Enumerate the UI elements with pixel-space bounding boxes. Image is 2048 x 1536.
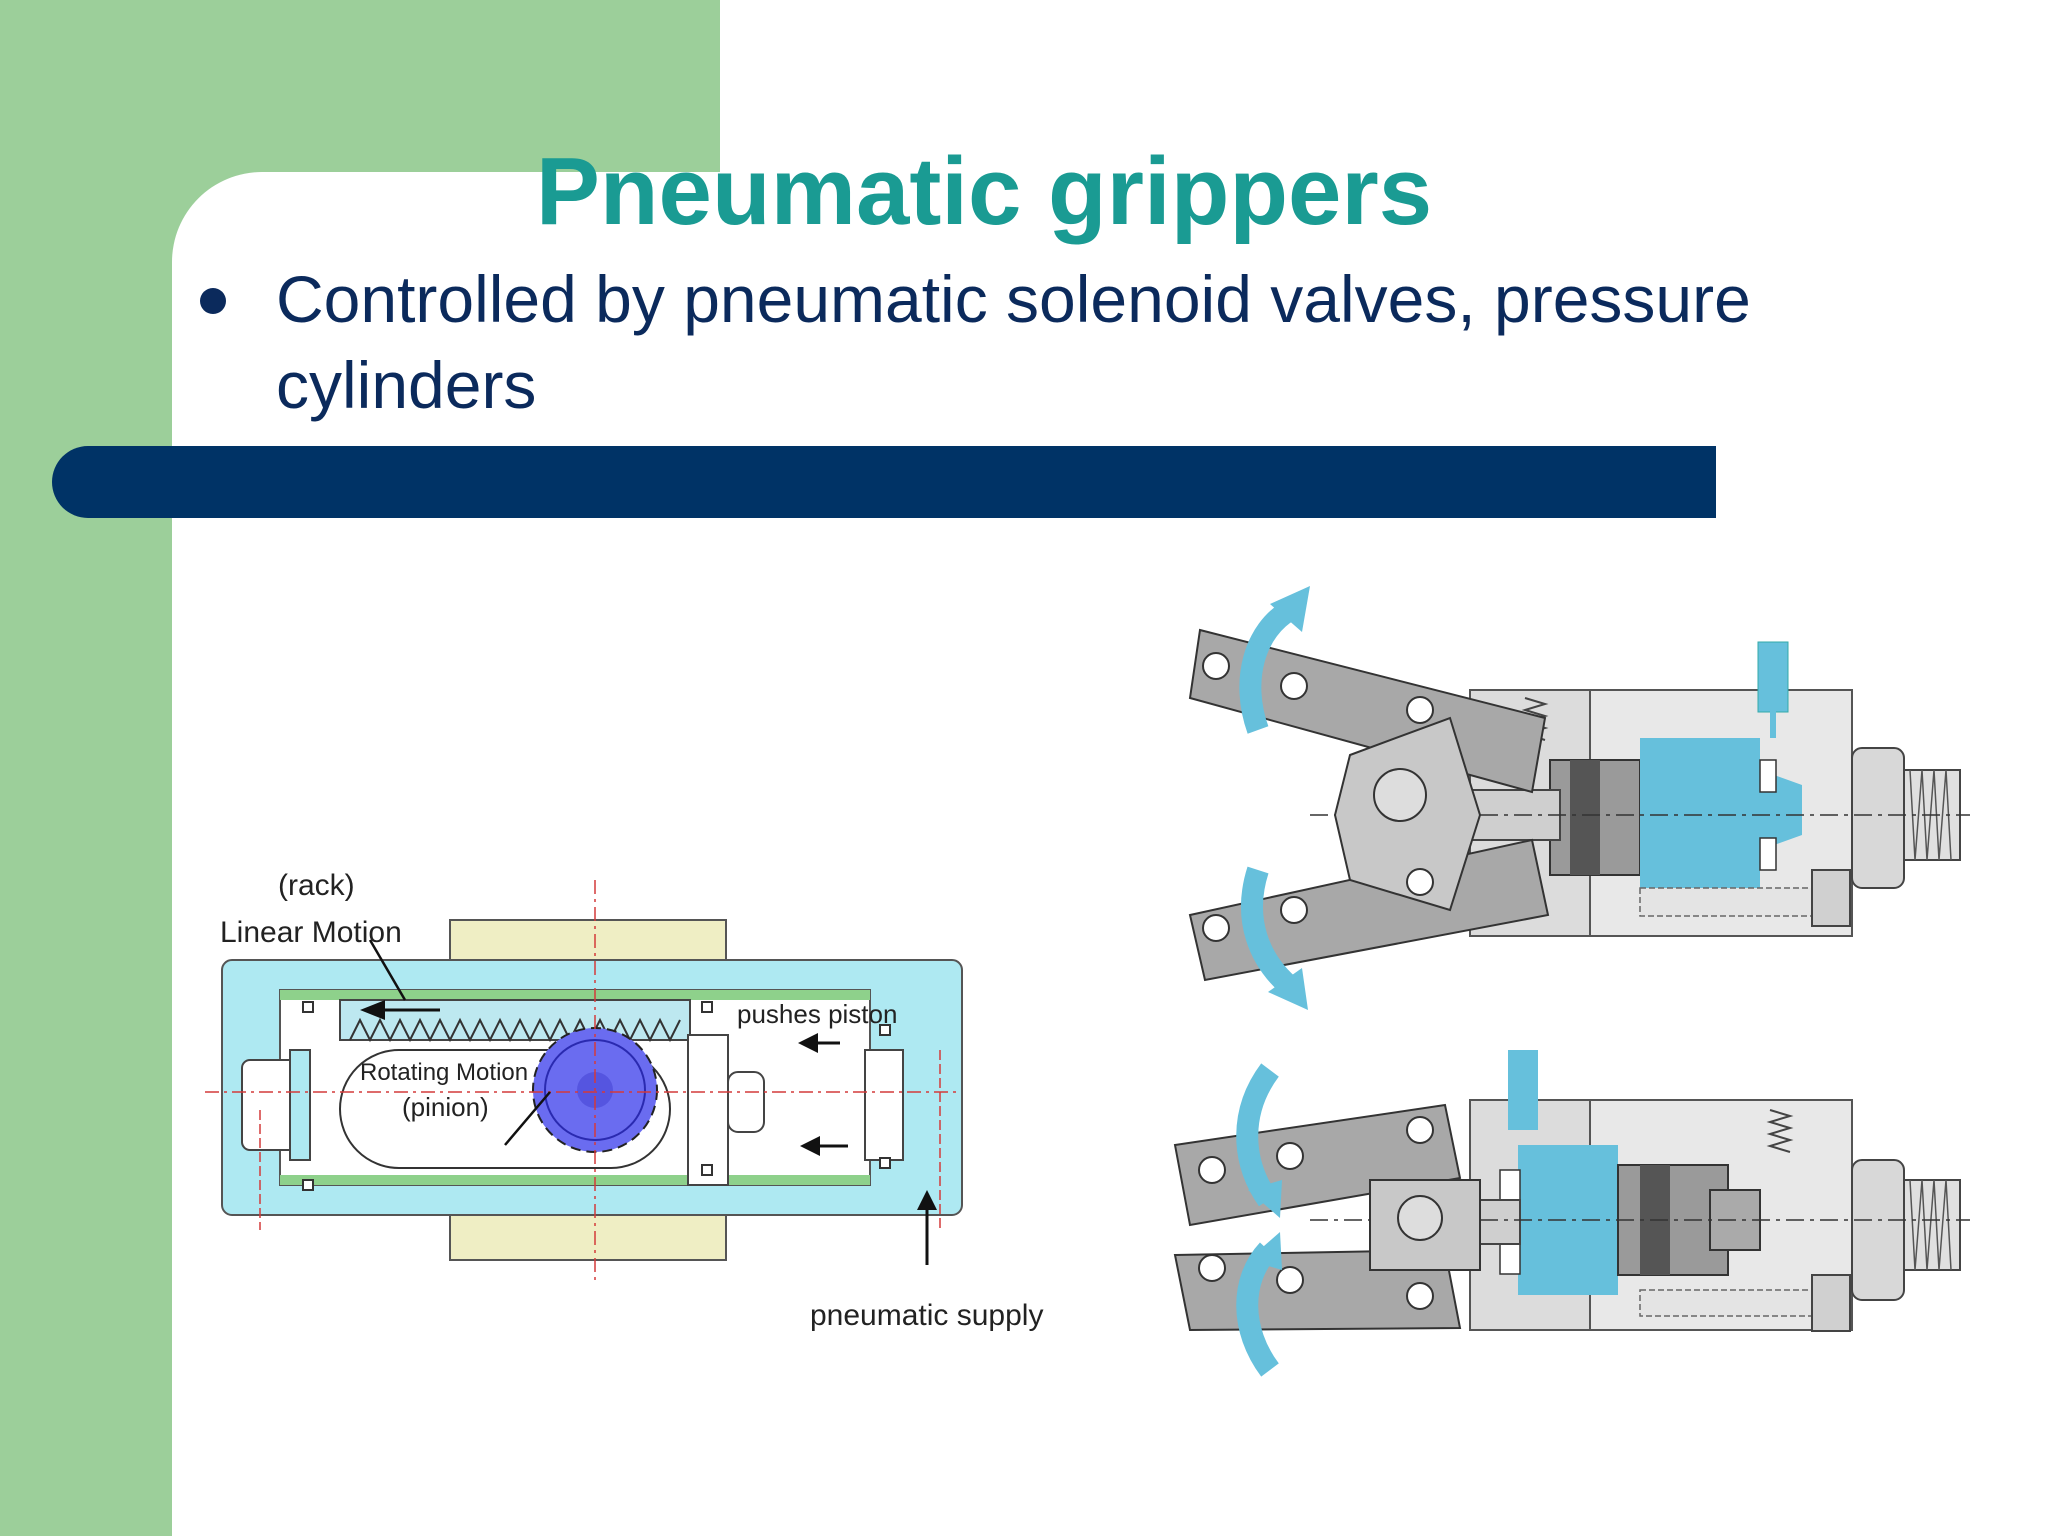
return-arrow-icon [800, 1136, 848, 1156]
jaw-close-arrow-icon [1236, 1063, 1282, 1377]
rotating-motion-arrow-icon [504, 1091, 551, 1146]
label-pneumatic-supply: pneumatic supply [810, 1299, 1043, 1332]
gripper-open-diagram [1188, 586, 1970, 1010]
green-frame-left [0, 0, 172, 1536]
bullet-dot-icon [200, 288, 226, 314]
bullet-text: Controlled by pneumatic solenoid valves,… [276, 262, 1751, 422]
slide-title: Pneumatic grippers [535, 138, 1433, 245]
pushes-piston-arrow-icon [798, 1033, 840, 1053]
linear-motion-arrow-icon [360, 939, 440, 1020]
rack-pinion-diagram: (rack) Linear Motion pushes piston Rotat… [205, 869, 1043, 1332]
jaw-open-arrow-icon [1239, 586, 1310, 1010]
divider-bar [52, 446, 1716, 518]
label-rotating-motion: Rotating Motion [360, 1059, 528, 1086]
content-area-corner [172, 172, 352, 352]
label-rack: (rack) [278, 869, 355, 902]
label-pushes-piston: pushes piston [737, 999, 897, 1029]
label-pinion: (pinion) [402, 1092, 489, 1122]
pneumatic-supply-arrow-icon [917, 1190, 937, 1265]
green-frame-top [0, 0, 720, 172]
label-linear-motion: Linear Motion [220, 916, 402, 949]
gripper-closed-diagram [1173, 1050, 1970, 1377]
